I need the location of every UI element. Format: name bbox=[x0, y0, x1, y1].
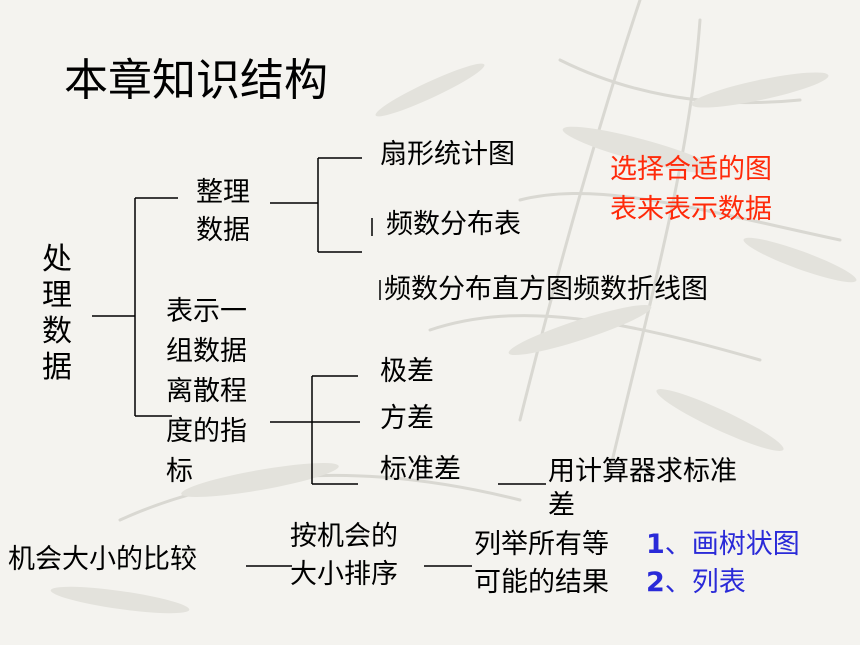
enumerate-line: 可能的结果 bbox=[474, 567, 609, 598]
item-standard-deviation: 标准差 bbox=[380, 454, 461, 485]
organize-node: 整理 数据 bbox=[196, 174, 250, 250]
enumerate-line: 列举所有等 bbox=[474, 529, 609, 560]
dispersion-line: 度的指 bbox=[166, 416, 247, 447]
method-text: 、列表 bbox=[664, 567, 746, 598]
calc-line: 差 bbox=[548, 490, 575, 521]
chance-node: 机会大小的比较 bbox=[8, 544, 197, 575]
item-frequency-table: 频数分布表 bbox=[386, 209, 521, 240]
dispersion-line: 组数据 bbox=[166, 336, 247, 367]
page-title: 本章知识结构 bbox=[64, 55, 328, 106]
enumerate-node: 列举所有等 可能的结果 bbox=[474, 526, 609, 602]
sort-node: 按机会的 大小排序 bbox=[290, 518, 398, 594]
sort-line: 大小排序 bbox=[290, 559, 398, 590]
organize-line: 数据 bbox=[196, 215, 250, 246]
item-histogram-polygon: 频数分布直方图频数折线图 bbox=[384, 274, 708, 305]
note-line: 选择合适的图 bbox=[610, 154, 772, 185]
methods-list: 1、画树状图 2、列表 bbox=[646, 526, 800, 602]
root-char: 处 bbox=[42, 242, 72, 277]
dispersion-line: 表示一 bbox=[166, 296, 247, 327]
method-tree-diagram: 1、画树状图 bbox=[646, 529, 800, 560]
root-node: 处 理 数 据 bbox=[42, 242, 76, 386]
dispersion-line: 标 bbox=[166, 456, 193, 487]
sort-line: 按机会的 bbox=[290, 521, 398, 552]
item-pie-chart: 扇形统计图 bbox=[380, 139, 515, 170]
organize-line: 整理 bbox=[196, 177, 250, 208]
method-number: 1 bbox=[646, 529, 665, 560]
root-char: 理 bbox=[42, 278, 72, 313]
dispersion-node: 表示一 组数据 离散程 度的指 标 bbox=[166, 292, 247, 492]
dispersion-line: 离散程 bbox=[166, 376, 247, 407]
calc-note: 用计算器求标准 差 bbox=[548, 455, 737, 523]
root-char: 据 bbox=[42, 350, 72, 385]
note-line: 表来表示数据 bbox=[610, 194, 772, 225]
method-number: 2 bbox=[646, 567, 665, 598]
item-variance: 方差 bbox=[380, 403, 434, 434]
root-char: 数 bbox=[42, 314, 72, 349]
item-range: 极差 bbox=[380, 356, 434, 387]
calc-line: 用计算器求标准 bbox=[548, 456, 737, 487]
note-choose-chart: 选择合适的图 表来表示数据 bbox=[610, 150, 772, 230]
method-table: 2、列表 bbox=[646, 567, 746, 598]
method-text: 、画树状图 bbox=[664, 529, 800, 560]
